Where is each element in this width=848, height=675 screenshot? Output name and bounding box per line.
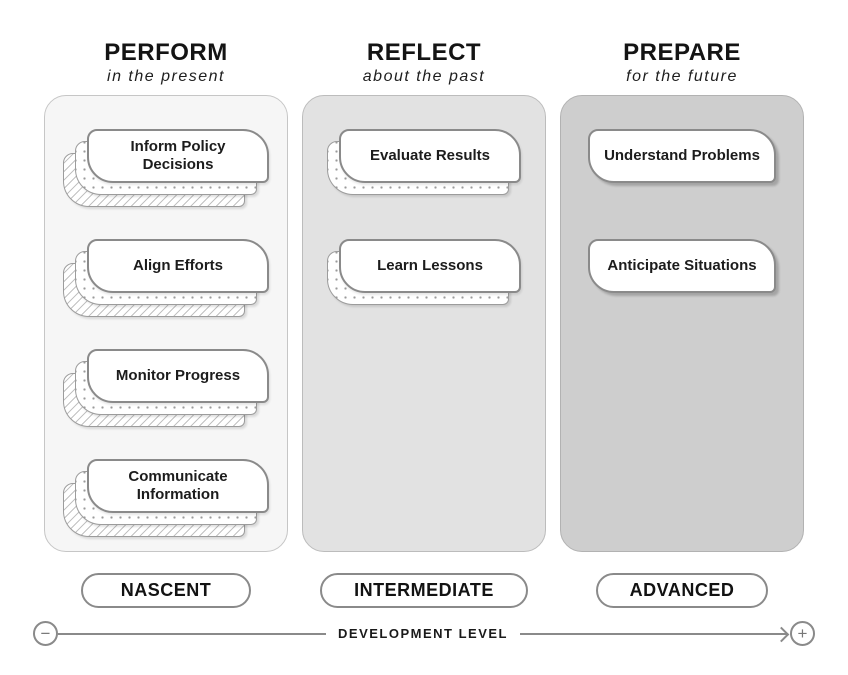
header-title: REFLECT [366,39,482,66]
column-prepare: Understand Problems Anticipate Situation… [560,95,804,553]
column-headers: PERFORM in the present REFLECT about the… [0,0,848,86]
card-anticipate-situations: Anticipate Situations [588,239,776,294]
plus-icon: + [790,621,815,647]
card-stack: Learn Lessons [327,239,521,306]
level-pill-intermediate: INTERMEDIATE [320,573,528,609]
level-pills: NASCENT INTERMEDIATE ADVANCED [0,573,848,609]
header-subtitle: in the present [107,68,225,86]
card-evaluate-results: Evaluate Results [339,129,521,184]
development-level-axis: − DEVELOPMENT LEVEL + [0,621,848,647]
card-stack: Communicate Information [63,459,269,538]
level-pill-nascent: NASCENT [81,573,251,609]
level-pill-label: NASCENT [120,580,212,601]
axis-line-right-arrow [519,632,788,635]
column-reflect: Evaluate Results Learn Lessons [302,95,546,553]
card-stack: Inform Policy Decisions [63,129,269,208]
level-pill-advanced: ADVANCED [595,573,769,609]
card-stack: Align Efforts [63,239,269,318]
header-subtitle: about the past [362,68,486,86]
card-inform-policy-decisions: Inform Policy Decisions [87,129,269,184]
card-understand-problems: Understand Problems [588,129,776,184]
card-align-efforts: Align Efforts [87,239,269,294]
axis-line-left [58,632,327,635]
level-pill-label: ADVANCED [623,580,741,602]
minus-icon: − [33,621,58,647]
card-stack: Monitor Progress [63,349,269,428]
card-monitor-progress: Monitor Progress [87,349,269,404]
axis-label: DEVELOPMENT LEVEL [338,626,508,642]
column-header-perform: PERFORM in the present [44,39,288,86]
card-stack: Evaluate Results [327,129,521,196]
column-perform: Inform Policy Decisions Align Efforts Mo… [44,95,288,553]
column-header-prepare: PREPARE for the future [560,39,804,86]
level-pill-label: INTERMEDIATE [354,580,494,601]
card-learn-lessons: Learn Lessons [339,239,521,294]
columns: Inform Policy Decisions Align Efforts Mo… [0,95,848,553]
column-header-reflect: REFLECT about the past [302,39,546,86]
card-communicate-information: Communicate Information [87,459,269,514]
header-title: PREPARE [623,39,741,66]
header-subtitle: for the future [626,68,738,86]
header-title: PERFORM [104,39,228,66]
